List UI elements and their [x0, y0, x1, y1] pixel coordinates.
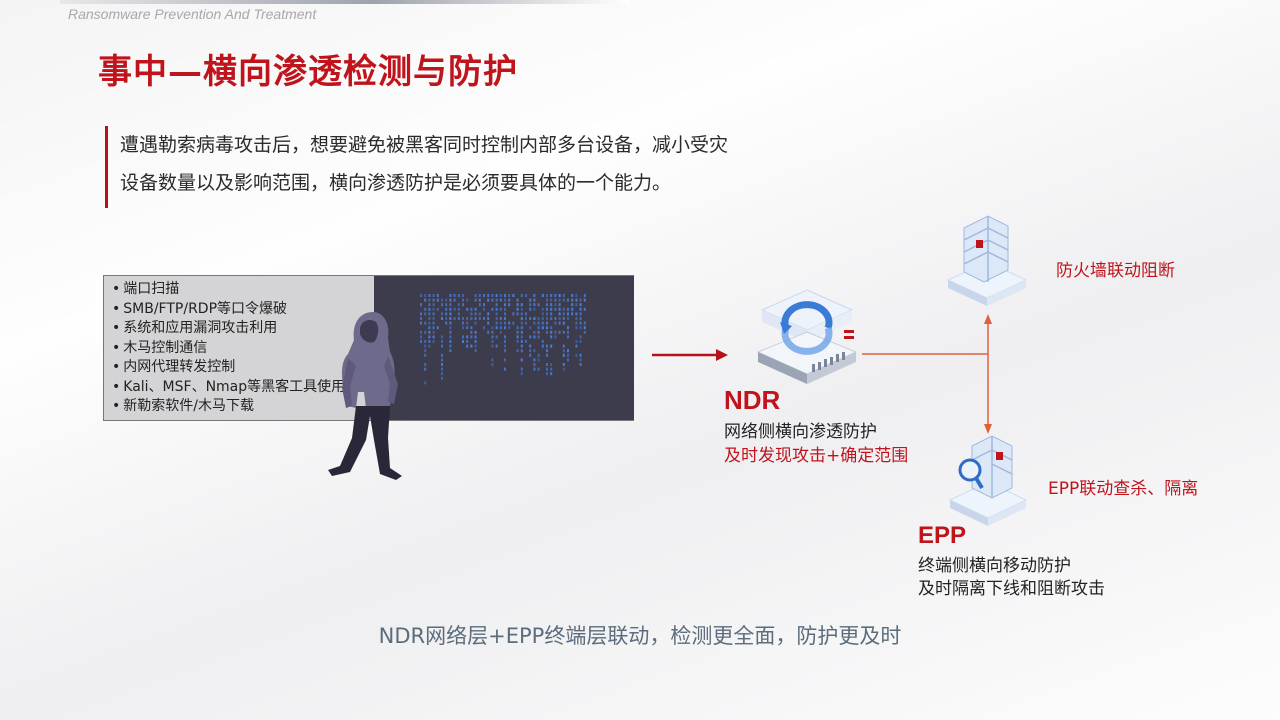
attack-item: 内网代理转发控制 [112, 358, 345, 378]
intro-block: 遭遇勒索病毒攻击后，想要避免被黑客同时控制内部多台设备，减小受灾 设备数量以及影… [105, 126, 825, 208]
english-subtitle: Ransomware Prevention And Treatment [68, 6, 317, 22]
hacker-figure-icon [328, 312, 402, 480]
firewall-brick-icon [946, 215, 1028, 306]
attack-item: 端口扫描 [112, 280, 345, 300]
epp-description: 终端侧横向移动防护 [918, 556, 1071, 576]
attack-item: Kali、MSF、Nmap等黑客工具使用 [112, 378, 345, 398]
epp-title: EPP [918, 522, 967, 549]
summary-line: NDR网络层+EPP终端层联动，检测更全面，防护更及时 [0, 620, 1280, 650]
attack-item: 新勒索软件/木马下载 [112, 397, 345, 417]
ndr-description: 网络侧横向渗透防护 [724, 422, 877, 442]
summary-text: NDR网络层+EPP终端层联动，检测更全面，防护更及时 [378, 624, 902, 648]
code-screen [374, 276, 634, 420]
attack-list: 端口扫描 SMB/FTP/RDP等口令爆破 系统和应用漏洞攻击利用 木马控制通信… [112, 280, 345, 417]
ndr-title: NDR [724, 385, 781, 415]
flow-arrow-icon [652, 349, 728, 361]
code-rain-graphic [420, 294, 586, 385]
ndr-benefit: 及时发现攻击+确定范围 [724, 446, 909, 466]
epp-search-shield-icon [948, 435, 1028, 526]
attack-item: SMB/FTP/RDP等口令爆破 [112, 300, 345, 320]
firewall-label: 防火墙联动阻断 [1056, 261, 1175, 281]
attack-item: 木马控制通信 [112, 339, 345, 359]
ndr-appliance-icon [756, 289, 858, 384]
intro-line-1: 遭遇勒索病毒攻击后，想要避免被黑客同时控制内部多台设备，减小受灾 [120, 134, 729, 156]
page-title: 事中—横向渗透检测与防护 [98, 52, 518, 92]
intro-line-2: 设备数量以及影响范围，横向渗透防护是必须要具体的一个能力。 [120, 172, 672, 194]
top-accent-bar [60, 0, 630, 4]
epp-benefit: 及时隔离下线和阻断攻击 [918, 579, 1105, 599]
epp-action-label: EPP联动查杀、隔离 [1048, 479, 1199, 499]
attack-item: 系统和应用漏洞攻击利用 [112, 319, 345, 339]
